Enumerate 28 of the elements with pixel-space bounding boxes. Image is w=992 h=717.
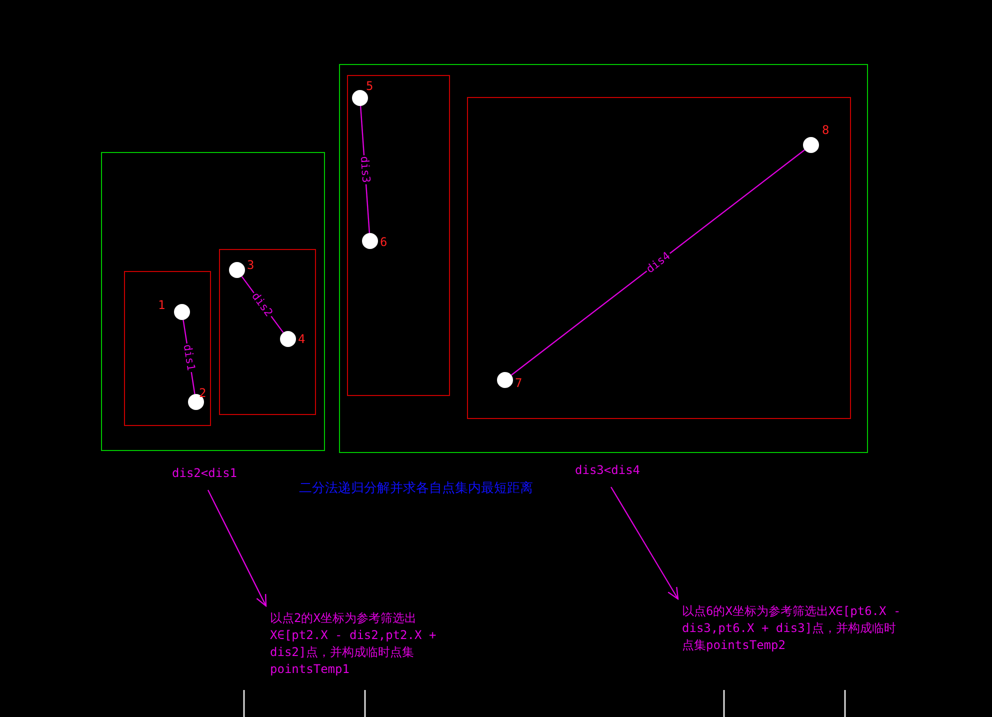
point-marker [497, 372, 513, 388]
note-text: 以点6的X坐标为参考筛选出X∈[pt6.X - dis3,pt6.X + dis3]点，并构成临时点集pointsTemp2 [682, 603, 902, 654]
point-marker [352, 90, 368, 106]
region-frame [101, 152, 325, 451]
note-text: dis2<dis1 [172, 465, 238, 482]
point-number: 7 [515, 377, 522, 389]
point-number: 4 [298, 333, 306, 345]
point-marker [803, 137, 819, 153]
edge-label: dis1 [181, 342, 196, 372]
arrow [610, 486, 679, 600]
region-frame [339, 64, 868, 453]
point-marker [280, 331, 296, 347]
subset-frame [467, 97, 851, 419]
note-text: 以点2的X坐标为参考筛选出X∈[pt2.X - dis2,pt2.X + dis2]点，并构成临时点集pointsTemp1 [270, 610, 438, 678]
edge-label: dis3 [358, 154, 372, 184]
point-number: 3 [247, 259, 254, 271]
distance-line [510, 149, 806, 376]
point-number: 2 [199, 387, 206, 399]
point-number: 1 [158, 299, 166, 311]
point-marker [229, 262, 245, 278]
point-number: 6 [380, 236, 388, 248]
caption-text: 二分法递归分解并求各自点集内最短距离 [299, 480, 533, 497]
point-marker [362, 233, 378, 249]
point-marker [174, 304, 190, 320]
arrow [207, 490, 267, 607]
point-number: 8 [822, 124, 830, 136]
note-text: dis3<dis4 [575, 462, 642, 479]
point-number: 5 [366, 80, 374, 92]
